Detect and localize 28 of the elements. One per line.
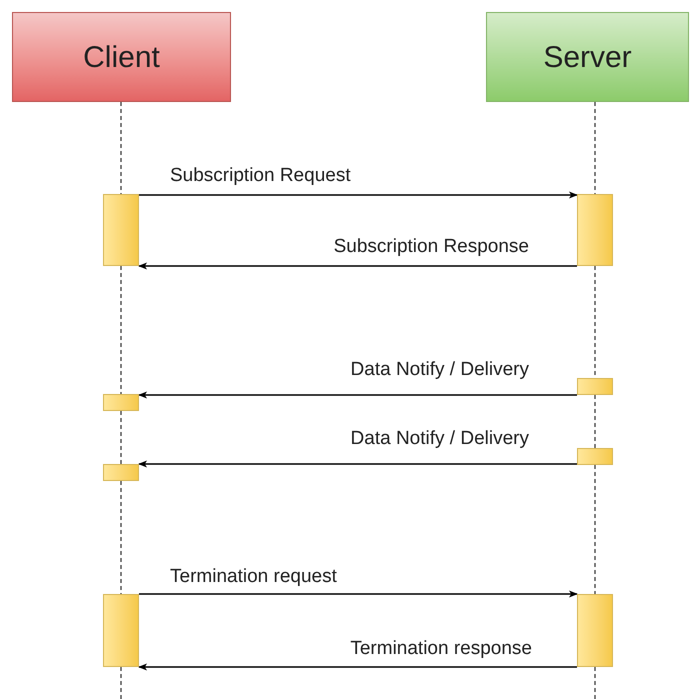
lifeline	[594, 266, 596, 378]
activation-bar	[577, 194, 613, 266]
lifeline	[594, 102, 596, 194]
message-arrow	[138, 663, 577, 671]
activation-bar	[577, 448, 613, 465]
lifeline	[120, 266, 122, 394]
lifeline	[594, 465, 596, 594]
lifeline	[594, 395, 596, 448]
activation-bar	[577, 378, 613, 395]
participant-name: Client	[83, 40, 160, 76]
activation-bar	[577, 594, 613, 667]
participant-box	[12, 12, 231, 102]
message-arrow	[139, 590, 578, 598]
lifeline	[120, 667, 122, 699]
lifeline	[594, 667, 596, 699]
activation-bar	[103, 464, 139, 481]
message-arrow	[138, 391, 577, 399]
message-arrow	[138, 262, 577, 270]
activation-bar	[103, 394, 139, 411]
lifeline	[120, 411, 122, 464]
activation-bar	[103, 594, 139, 667]
message-arrow	[139, 191, 578, 199]
activation-bar	[103, 194, 139, 266]
participant-box	[486, 12, 689, 102]
lifeline	[120, 481, 122, 594]
lifeline	[120, 102, 122, 194]
participant-name: Server	[543, 40, 632, 76]
message-arrow	[138, 460, 577, 468]
